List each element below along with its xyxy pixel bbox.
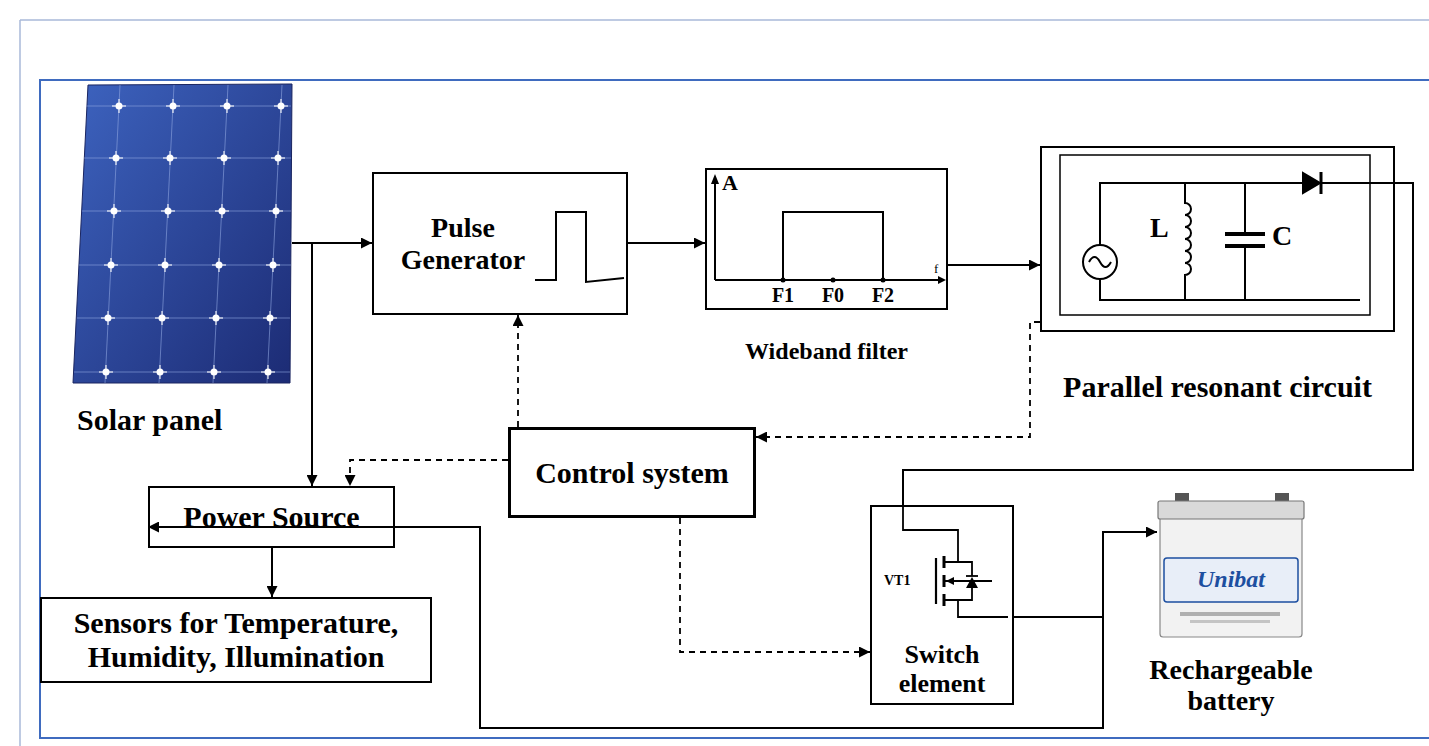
wire [903,506,958,562]
capacitor-symbol [1225,232,1265,236]
wire [1100,183,1303,245]
connector-arrow [271,548,273,597]
solar-panel-picture [73,84,292,383]
frequency-axis [715,279,940,281]
connector-arrow [148,527,1103,728]
axis-label: F0 [822,285,844,305]
control-signal-arrow [517,315,519,427]
control-signal-arrow [350,460,508,486]
battery-print [1190,620,1270,623]
connector-arrow [292,243,312,486]
solar-panel-image: Solar panel [73,84,292,383]
axis-arrow [711,174,719,184]
box-label: Control system [535,456,729,490]
outer-frame [19,20,21,746]
connector-arrow [948,264,1040,266]
ac-source-symbol [1083,245,1117,279]
resonant-circuit-symbol [1060,155,1395,315]
component-label: L [1150,214,1169,242]
battery-lid [1158,501,1304,519]
wire [1100,279,1360,300]
axis-label: A [722,172,738,194]
battery-caption: Rechargeable battery [1131,654,1331,717]
control-signal-arrow [680,518,870,652]
connector-arrow [1014,532,1157,617]
connector-group [148,183,1413,728]
passband-curve [783,212,883,280]
box-label: Switch element [878,640,1006,698]
channel-symbol [943,556,946,568]
capacitor-symbol [1225,244,1265,248]
axis-label: f [934,262,938,275]
mosfet-symbol [903,506,1008,617]
filter-plot [711,174,946,284]
circuit-frame [1060,155,1370,315]
connector-arrow [628,242,705,244]
battery-label-band [1164,558,1298,602]
axis-tick [781,278,786,283]
wire [1321,182,1395,184]
axis-tick [831,278,836,283]
process-box: Sensors for Temperature, Humidity, Illum… [40,597,432,683]
inductor-symbol [1185,183,1191,300]
pulse-symbol [535,212,624,282]
brand-label: Unibat [1197,567,1265,591]
box-label: Power Source [183,500,359,534]
panel-glints [99,99,288,379]
box-caption: Parallel resonant circuit [1063,370,1372,404]
process-box: Pulse Generator [372,172,628,315]
panel-grid [74,85,291,383]
diode-symbol [1303,173,1320,193]
box-label: Sensors for Temperature, Humidity, Illum… [52,606,420,673]
battery-body [1160,515,1302,637]
diode-symbol [966,575,978,577]
gate-symbol [935,558,937,604]
box-label: Pulse Generator [388,212,538,275]
wire [1244,183,1246,300]
battery-image: Rechargeable battery [1157,493,1305,640]
outer-frame [20,19,1429,21]
circuit-box: Parallel resonant circuit [1040,146,1395,332]
connector-arrow [903,183,1413,505]
wire [944,562,972,600]
component-label: VT1 [884,574,910,588]
battery-print [1180,612,1280,616]
axis-tick [881,278,886,283]
control-signal-arrow [756,322,1040,437]
inner-frame [40,80,1429,738]
arrow-symbol [946,577,954,585]
panel-caption: Solar panel [77,403,222,437]
diode-symbol [966,577,978,588]
battery-picture [1158,493,1304,637]
axis-arrow [938,276,946,284]
sine-symbol [1089,257,1111,267]
axis-label: F2 [872,285,894,305]
filter-box: Wideband filter [705,168,948,310]
amplitude-axis [714,180,716,280]
control-box: Control system [508,427,756,518]
process-box: Power Source [148,486,395,548]
component-label: C [1272,222,1292,250]
wire [958,600,1008,617]
switch-box: Switch element [870,505,1014,705]
box-caption: Wideband filter [745,338,908,365]
axis-label: F1 [772,285,794,305]
